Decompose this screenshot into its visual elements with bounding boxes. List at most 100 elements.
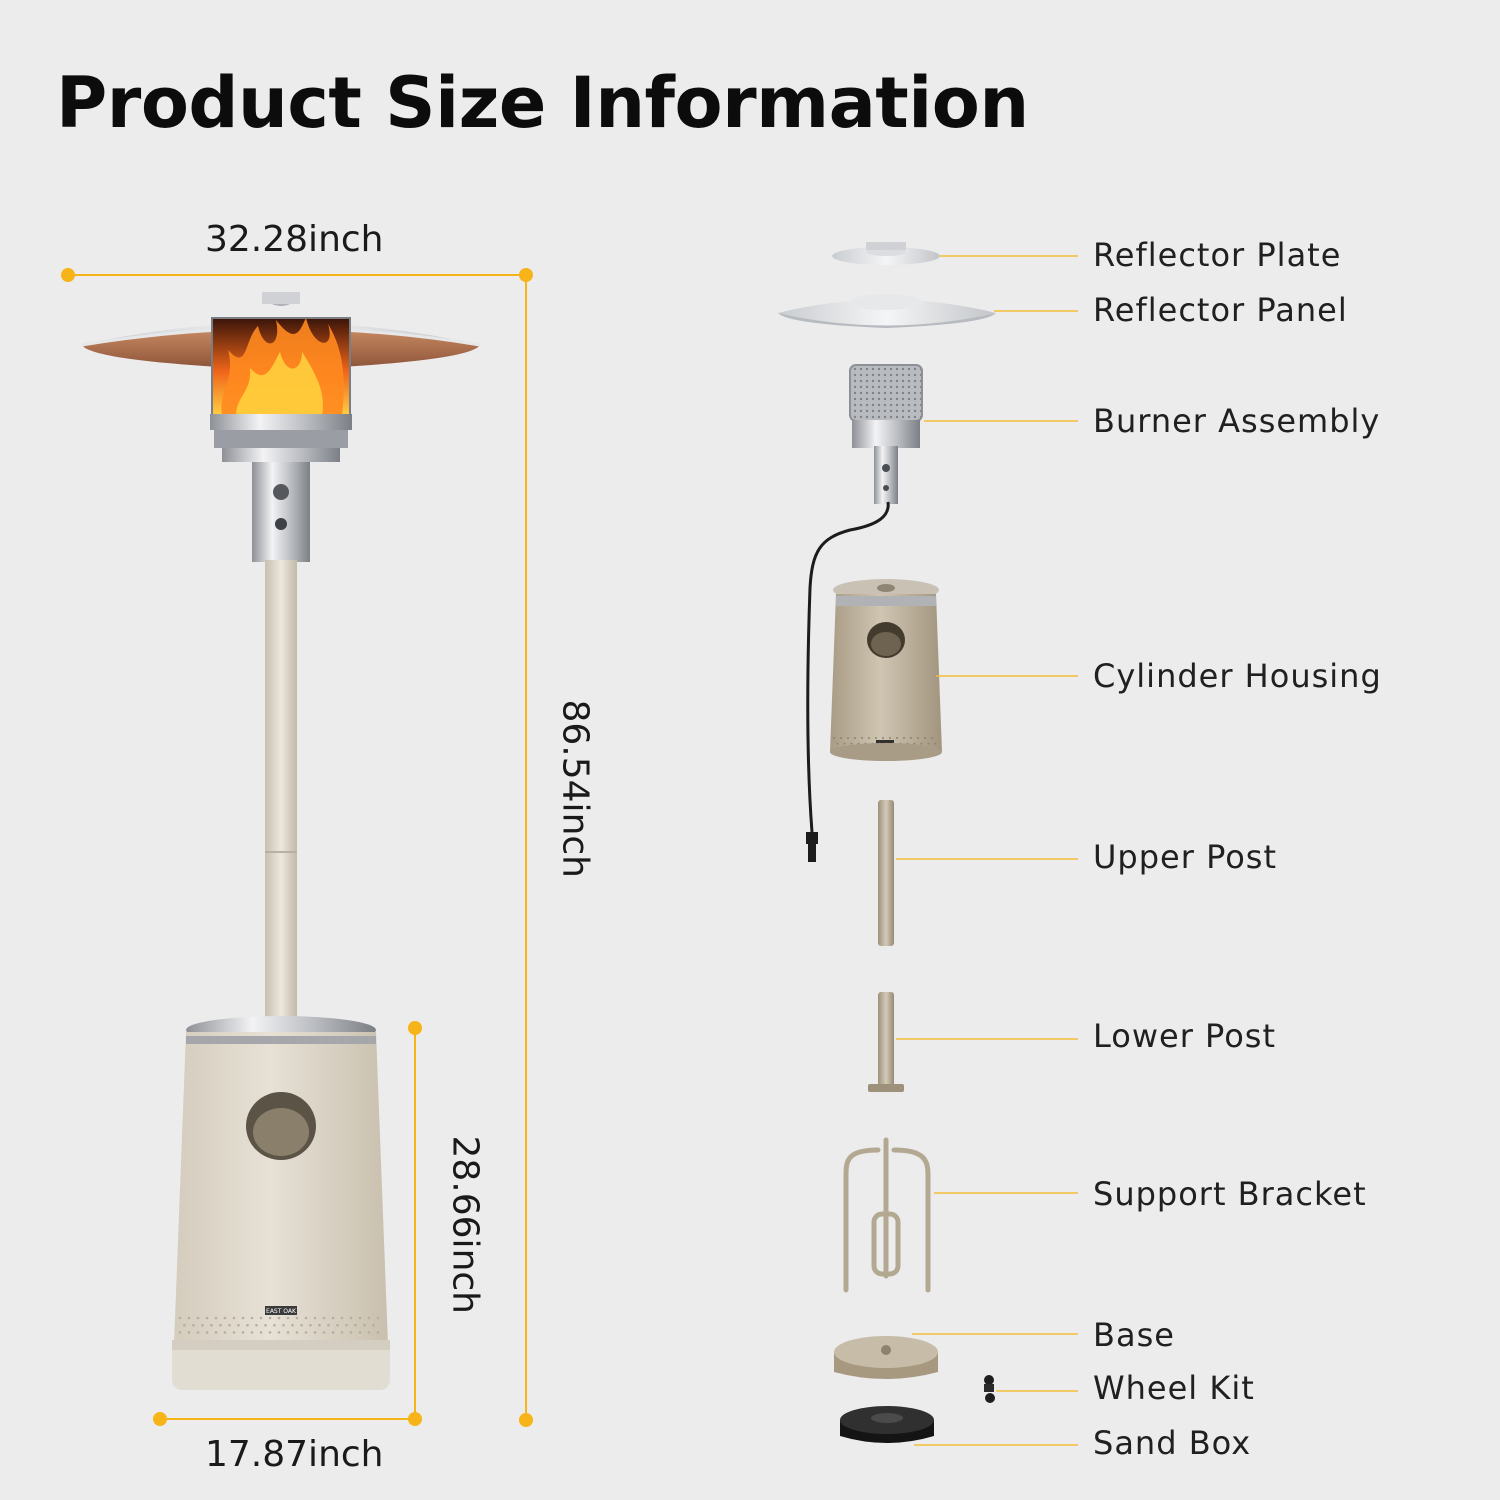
- part-burner-assembly: [806, 364, 923, 862]
- vent-dot: [924, 737, 926, 739]
- vent-dot: [232, 1331, 236, 1334]
- vent-dot: [843, 742, 846, 745]
- part-label-lower-post: Lower Post: [1093, 1017, 1276, 1055]
- part-label-upper-post: Upper Post: [1093, 838, 1278, 876]
- assembled-burner: [210, 414, 352, 562]
- part-lower-post: [868, 992, 904, 1092]
- vent-dot: [259, 1331, 263, 1334]
- exploded-parts: [778, 242, 996, 1443]
- vent-dot: [327, 1323, 330, 1327]
- dimension-label-base-width: 17.87inch: [205, 1434, 384, 1475]
- vent-dot: [917, 737, 919, 739]
- dimension-label-total-height: 86.54inch: [554, 699, 596, 879]
- part-base: [834, 1336, 938, 1379]
- dimension-line-base-height: [408, 1021, 422, 1426]
- vent-dot: [349, 1316, 353, 1320]
- vent-dot: [295, 1316, 299, 1320]
- vent-dot: [277, 1331, 281, 1334]
- housing-vent-dots: [178, 1316, 380, 1334]
- vent-dot: [187, 1316, 191, 1320]
- vent-dot: [322, 1331, 326, 1334]
- part-label-cylinder-housing: Cylinder Housing: [1093, 657, 1382, 695]
- dimension-line-total-height: [519, 275, 533, 1427]
- vent-dot: [178, 1316, 182, 1320]
- vent-dot: [205, 1331, 209, 1334]
- vent-dot: [910, 737, 912, 739]
- vent-dot: [255, 1323, 258, 1327]
- vent-dot: [896, 737, 898, 739]
- vent-dot: [340, 1331, 344, 1334]
- part-housing-vent-dots: [833, 737, 937, 745]
- vent-dot: [376, 1316, 380, 1320]
- vent-dot: [219, 1323, 222, 1327]
- vent-dot: [934, 742, 937, 745]
- vent-dot: [291, 1323, 294, 1327]
- vent-dot: [214, 1331, 218, 1334]
- vent-dot: [927, 742, 930, 745]
- vent-dot: [196, 1316, 200, 1320]
- dimension-line-top-width: [61, 268, 533, 282]
- vent-dot: [237, 1323, 240, 1327]
- vent-dot: [913, 742, 916, 745]
- vent-dot: [286, 1316, 290, 1320]
- vent-dot: [354, 1323, 357, 1327]
- vent-dot: [201, 1323, 204, 1327]
- vent-dot: [309, 1323, 312, 1327]
- vent-dot: [363, 1323, 366, 1327]
- vent-dot: [331, 1331, 335, 1334]
- vent-dot: [282, 1323, 285, 1327]
- dimension-label-top-width: 32.28inch: [205, 219, 384, 260]
- part-label-base: Base: [1093, 1316, 1175, 1354]
- vent-dot: [367, 1316, 371, 1320]
- vent-dot: [210, 1323, 213, 1327]
- vent-dot: [345, 1323, 348, 1327]
- vent-dot: [875, 737, 877, 739]
- vent-dot: [836, 742, 839, 745]
- vent-dot: [273, 1323, 276, 1327]
- dimension-label-base-height: 28.66inch: [444, 1135, 486, 1315]
- assembled-flame-tube: [211, 317, 351, 417]
- vent-dot: [349, 1331, 353, 1334]
- part-support-bracket: [843, 1137, 931, 1293]
- vent-dot: [376, 1331, 380, 1334]
- vent-dot: [300, 1323, 303, 1327]
- vent-dot: [304, 1331, 308, 1334]
- vent-dot: [304, 1316, 308, 1320]
- part-label-burner-assembly: Burner Assembly: [1093, 402, 1381, 440]
- vent-dot: [850, 742, 853, 745]
- vent-dot: [857, 742, 860, 745]
- vent-dot: [358, 1331, 362, 1334]
- dimension-line-base-width: [153, 1412, 415, 1426]
- vent-dot: [286, 1331, 290, 1334]
- part-label-wheel-kit: Wheel Kit: [1093, 1369, 1255, 1407]
- vent-dot: [868, 737, 870, 739]
- vent-dot: [840, 737, 842, 739]
- vent-dot: [889, 737, 891, 739]
- brand-badge: EAST OAK: [266, 1308, 297, 1315]
- vent-dot: [259, 1316, 263, 1320]
- vent-dot: [920, 742, 923, 745]
- vent-dot: [295, 1331, 299, 1334]
- vent-dot: [264, 1323, 267, 1327]
- assembled-heater: EAST OAK: [81, 292, 481, 1390]
- vent-dot: [833, 737, 835, 739]
- part-reflector-plate: [832, 242, 940, 265]
- vent-dot: [340, 1316, 344, 1320]
- vent-dot: [223, 1316, 227, 1320]
- page-title: Product Size Information: [56, 62, 1029, 144]
- vent-dot: [246, 1323, 249, 1327]
- vent-dot: [336, 1323, 339, 1327]
- vent-dot: [318, 1323, 321, 1327]
- part-label-sand-box: Sand Box: [1093, 1424, 1252, 1462]
- vent-dot: [250, 1316, 254, 1320]
- vent-dot: [322, 1316, 326, 1320]
- vent-dot: [241, 1316, 245, 1320]
- part-label-reflector-plate: Reflector Plate: [1093, 236, 1342, 274]
- vent-dot: [903, 737, 905, 739]
- vent-dot: [223, 1331, 227, 1334]
- vent-dot: [241, 1331, 245, 1334]
- part-wheel-kit: [984, 1375, 995, 1403]
- part-label-support-bracket: Support Bracket: [1093, 1175, 1367, 1213]
